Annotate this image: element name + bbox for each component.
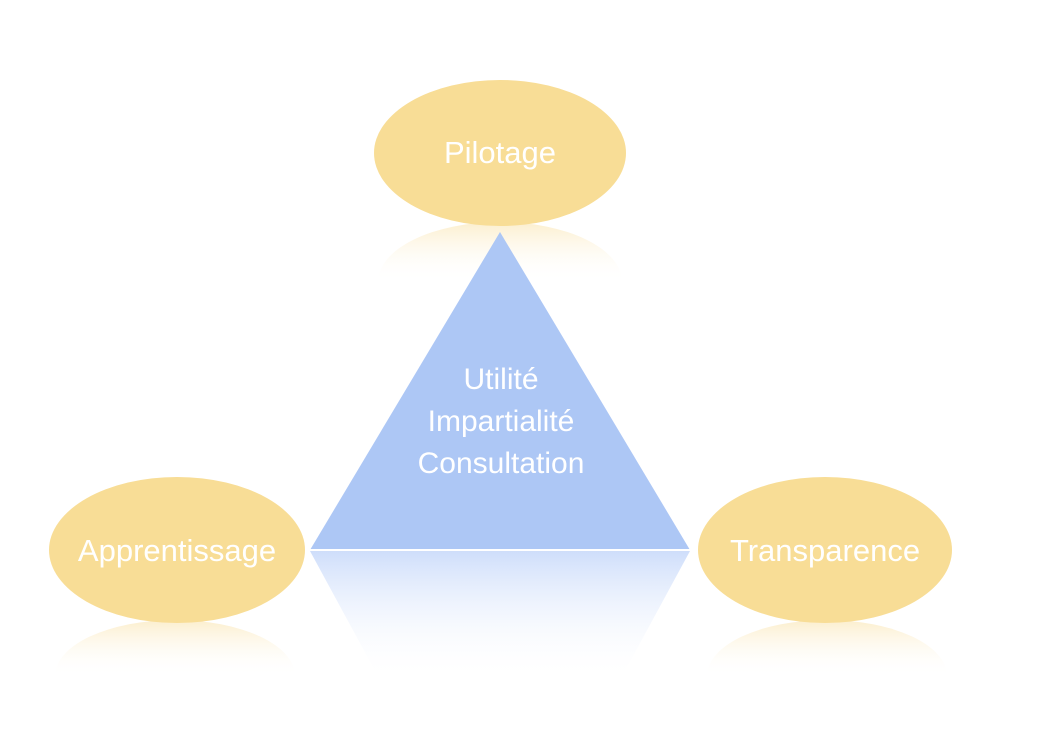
node-transparence-label: Transparence: [730, 533, 920, 568]
center-value-utilite: Utilité: [463, 363, 538, 396]
reflections: [55, 222, 947, 680]
triangle-reflection: [310, 551, 690, 680]
node-pilotage-ellipse: [374, 80, 626, 226]
node-apprentissage: Apprentissage: [49, 477, 305, 623]
node-pilotage: Pilotage: [374, 80, 626, 226]
node-pilotage-label: Pilotage: [444, 135, 556, 170]
center-triangle: [310, 232, 690, 550]
node-transparence: Transparence: [698, 477, 952, 623]
center-value-impartialite: Impartialité: [428, 405, 575, 438]
center-values: Utilité Impartialité Consultation: [418, 363, 585, 480]
node-apprentissage-ellipse: [49, 477, 305, 623]
node-transparence-ellipse: [698, 477, 952, 623]
left-ellipse-reflection: [55, 620, 295, 676]
node-apprentissage-label: Apprentissage: [78, 533, 276, 568]
center-value-consultation: Consultation: [418, 447, 585, 480]
right-ellipse-reflection: [707, 620, 947, 676]
